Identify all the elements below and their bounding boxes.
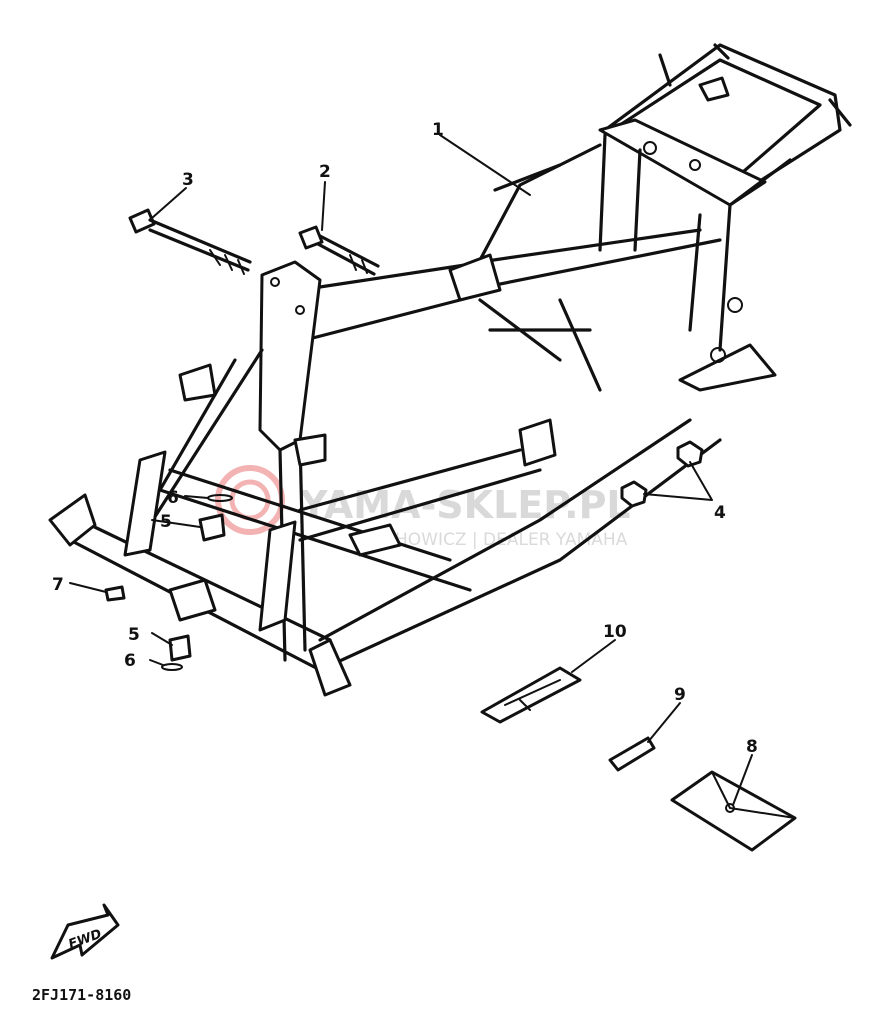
callout-6-upper: 6: [167, 488, 179, 508]
main-frame: [48, 43, 852, 697]
watermark-text: YAMA-SKLEP.PL: [299, 483, 631, 527]
callout-2: 2: [319, 162, 331, 182]
leader-lines: [69, 134, 753, 806]
callout-10: 10: [603, 622, 627, 642]
callout-3: 3: [182, 170, 194, 190]
callout-9: 9: [674, 685, 686, 705]
diagram-code: 2FJ171-8160: [32, 986, 131, 1004]
damper-part-5: [168, 513, 226, 662]
part-9: [608, 736, 656, 772]
forward-arrow-icon: FWD: [50, 903, 120, 960]
callout-1: 1: [432, 120, 444, 140]
callout-6-lower: 6: [124, 651, 136, 671]
clip-part-7: [104, 585, 126, 602]
watermark-subtext: HOWICZ | DEALER YAMAHA: [395, 530, 628, 550]
callout-8: 8: [746, 737, 758, 757]
callout-5-lower: 5: [128, 625, 140, 645]
bolt-part-2: [298, 225, 380, 276]
callout-5-upper: 5: [160, 512, 172, 532]
part-8-bag: [670, 770, 797, 852]
bolt-part-3: [128, 208, 252, 275]
callouts: 1 2 3 4 5 5 6 6 7 8 9 10: [52, 120, 758, 757]
plate-part-10: [480, 666, 582, 724]
callout-4: 4: [714, 503, 726, 523]
nut-part-4: [620, 440, 704, 508]
callout-7: 7: [52, 575, 64, 595]
